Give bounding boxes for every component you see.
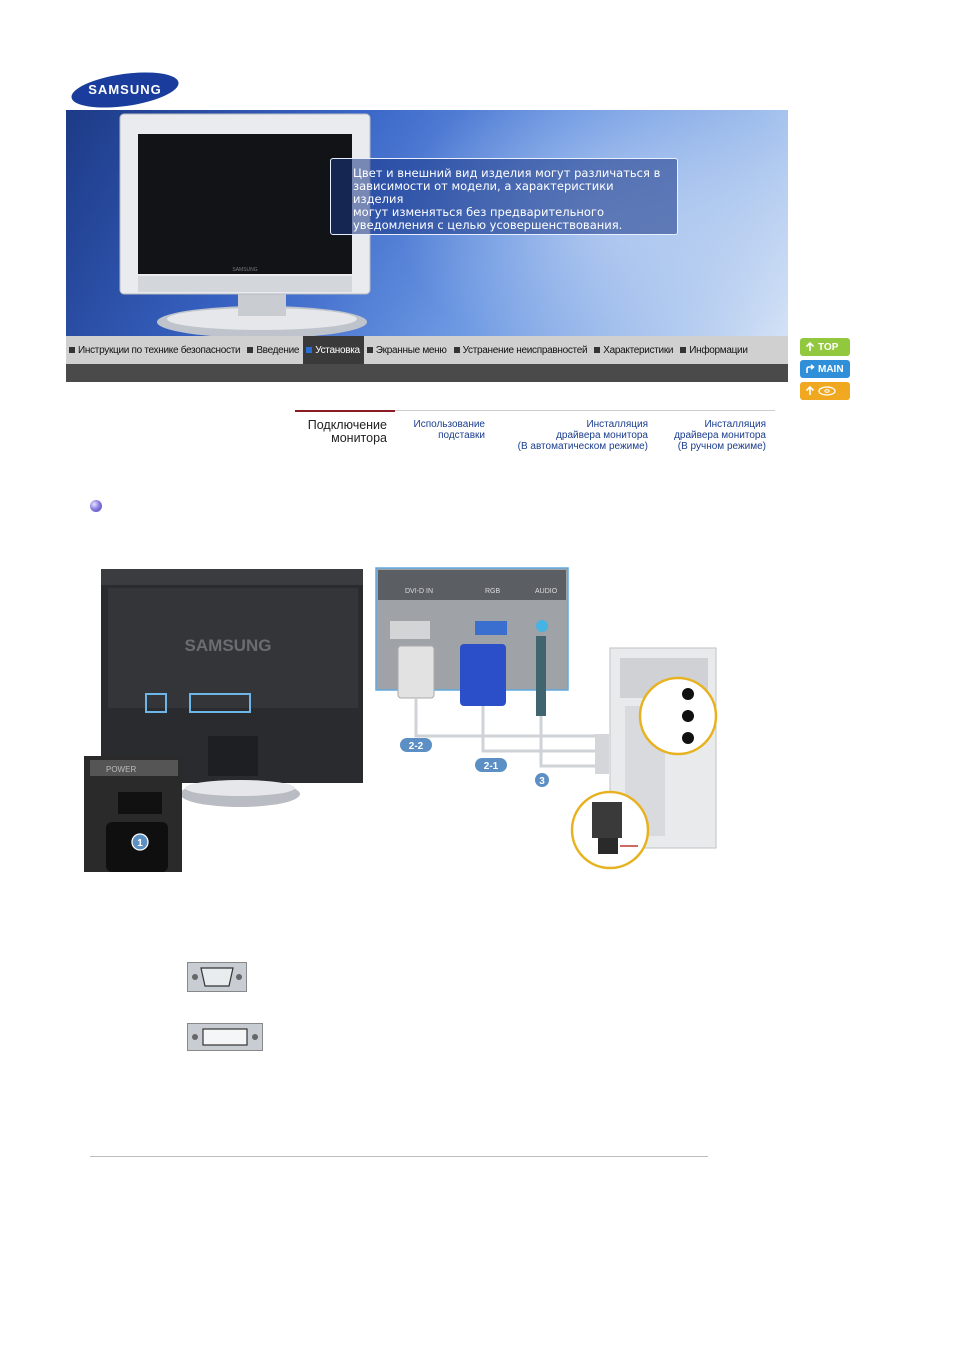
bullet-icon xyxy=(453,347,460,353)
nav-item-label: Характеристики xyxy=(603,344,674,356)
tab-connecting-monitor[interactable]: Подключение монитора xyxy=(295,419,387,445)
bullet-icon xyxy=(306,347,313,353)
nav-sub-bar xyxy=(66,364,788,382)
nav-item-label: Экранные меню xyxy=(375,344,447,356)
svg-text:AUDIO: AUDIO xyxy=(535,588,558,595)
section-bullet-icon xyxy=(90,500,102,512)
tab-label-line: (В автоматическом режиме) xyxy=(517,441,648,452)
bullet-icon xyxy=(247,347,254,353)
bullet-icon xyxy=(366,347,373,353)
samsung-logo: SAMSUNG xyxy=(71,72,179,108)
svg-text:SAMSUNG: SAMSUNG xyxy=(232,267,257,273)
bullet-icon xyxy=(69,347,75,353)
nav-item-label: Инструкции по технике безопасности xyxy=(78,344,241,356)
arrow-turn-icon xyxy=(806,364,815,373)
content-divider xyxy=(90,1156,708,1157)
tab-label-line: Инсталляция xyxy=(704,419,766,430)
top-button-label: TOP xyxy=(818,341,839,353)
tab-driver-auto[interactable]: Инсталляция драйвера монитора (В автомат… xyxy=(495,419,648,452)
svg-text:DVI-D IN: DVI-D IN xyxy=(405,588,433,595)
svg-text:SAMSUNG: SAMSUNG xyxy=(88,82,161,97)
nav-item-troubleshooting[interactable]: Устранение неисправностей xyxy=(451,336,592,364)
active-tab-indicator xyxy=(295,410,395,412)
bullet-icon xyxy=(594,347,601,353)
tab-label-line: Подключение xyxy=(307,418,387,432)
nav-item-label: Введение xyxy=(256,344,300,356)
notice-line: зависимости от модели, а характеристики … xyxy=(353,179,614,206)
main-button-label: MAIN xyxy=(818,363,844,375)
back-button[interactable] xyxy=(800,382,850,400)
nav-item-specifications[interactable]: Характеристики xyxy=(591,336,677,364)
notice-line: могут изменяться без предварительного xyxy=(353,205,604,219)
nav-item-information[interactable]: Информации xyxy=(677,336,751,364)
svg-text:3: 3 xyxy=(539,776,545,787)
monitor-product-image: SAMSUNG xyxy=(119,113,371,336)
notice-line: уведомления с целью усовершенствования. xyxy=(353,218,623,232)
vga-connector-icon xyxy=(187,962,247,992)
connection-diagram: SAMSUNG POWER 1 DVI-D IN RGB AUDIO 2-2 2… xyxy=(84,567,718,872)
cd-disc-icon xyxy=(818,386,836,396)
tab-label-line: монитора xyxy=(331,431,387,445)
sub-tabs: Подключение монитора Использование подст… xyxy=(295,410,775,456)
tab-label-line: драйвера монитора xyxy=(674,430,766,441)
main-navigation: Инструкции по технике безопасности Введе… xyxy=(66,336,788,364)
nav-item-safety[interactable]: Инструкции по технике безопасности xyxy=(66,336,244,364)
nav-item-label: Информации xyxy=(689,344,748,356)
tab-label-line: Использование xyxy=(413,419,485,430)
tab-label-line: подставки xyxy=(438,430,485,441)
nav-item-setup[interactable]: Установка xyxy=(303,336,364,364)
svg-text:RGB: RGB xyxy=(485,588,501,595)
tab-driver-manual[interactable]: Инсталляция драйвера монитора (В ручном … xyxy=(655,419,766,452)
svg-text:SAMSUNG: SAMSUNG xyxy=(185,636,272,655)
dvi-connector-icon xyxy=(187,1023,263,1051)
svg-text:POWER: POWER xyxy=(106,765,136,774)
nav-item-osd[interactable]: Экранные меню xyxy=(364,336,451,364)
main-button[interactable]: MAIN xyxy=(800,360,850,378)
notice-line: Цвет и внешний вид изделия могут различа… xyxy=(353,166,661,180)
arrow-up-icon xyxy=(805,342,815,351)
tab-label-line: (В ручном режиме) xyxy=(677,441,766,452)
arrow-up-icon xyxy=(805,386,815,395)
tab-using-stand[interactable]: Использование подставки xyxy=(395,419,485,441)
nav-item-label: Установка xyxy=(315,344,360,356)
tab-label-line: Инсталляция xyxy=(586,419,648,430)
bullet-icon xyxy=(680,347,687,353)
nav-item-introduction[interactable]: Введение xyxy=(244,336,303,364)
nav-item-label: Устранение неисправностей xyxy=(462,344,588,356)
tab-label-line: драйвера монитора xyxy=(556,430,648,441)
top-button[interactable]: TOP xyxy=(800,338,850,356)
svg-text:1: 1 xyxy=(137,838,143,849)
svg-text:2-1: 2-1 xyxy=(484,761,499,772)
header-banner: SAMSUNG Цвет и внешний вид изделия могут… xyxy=(66,110,788,336)
disclaimer-notice: Цвет и внешний вид изделия могут различа… xyxy=(330,158,678,235)
svg-text:2-2: 2-2 xyxy=(409,741,424,752)
